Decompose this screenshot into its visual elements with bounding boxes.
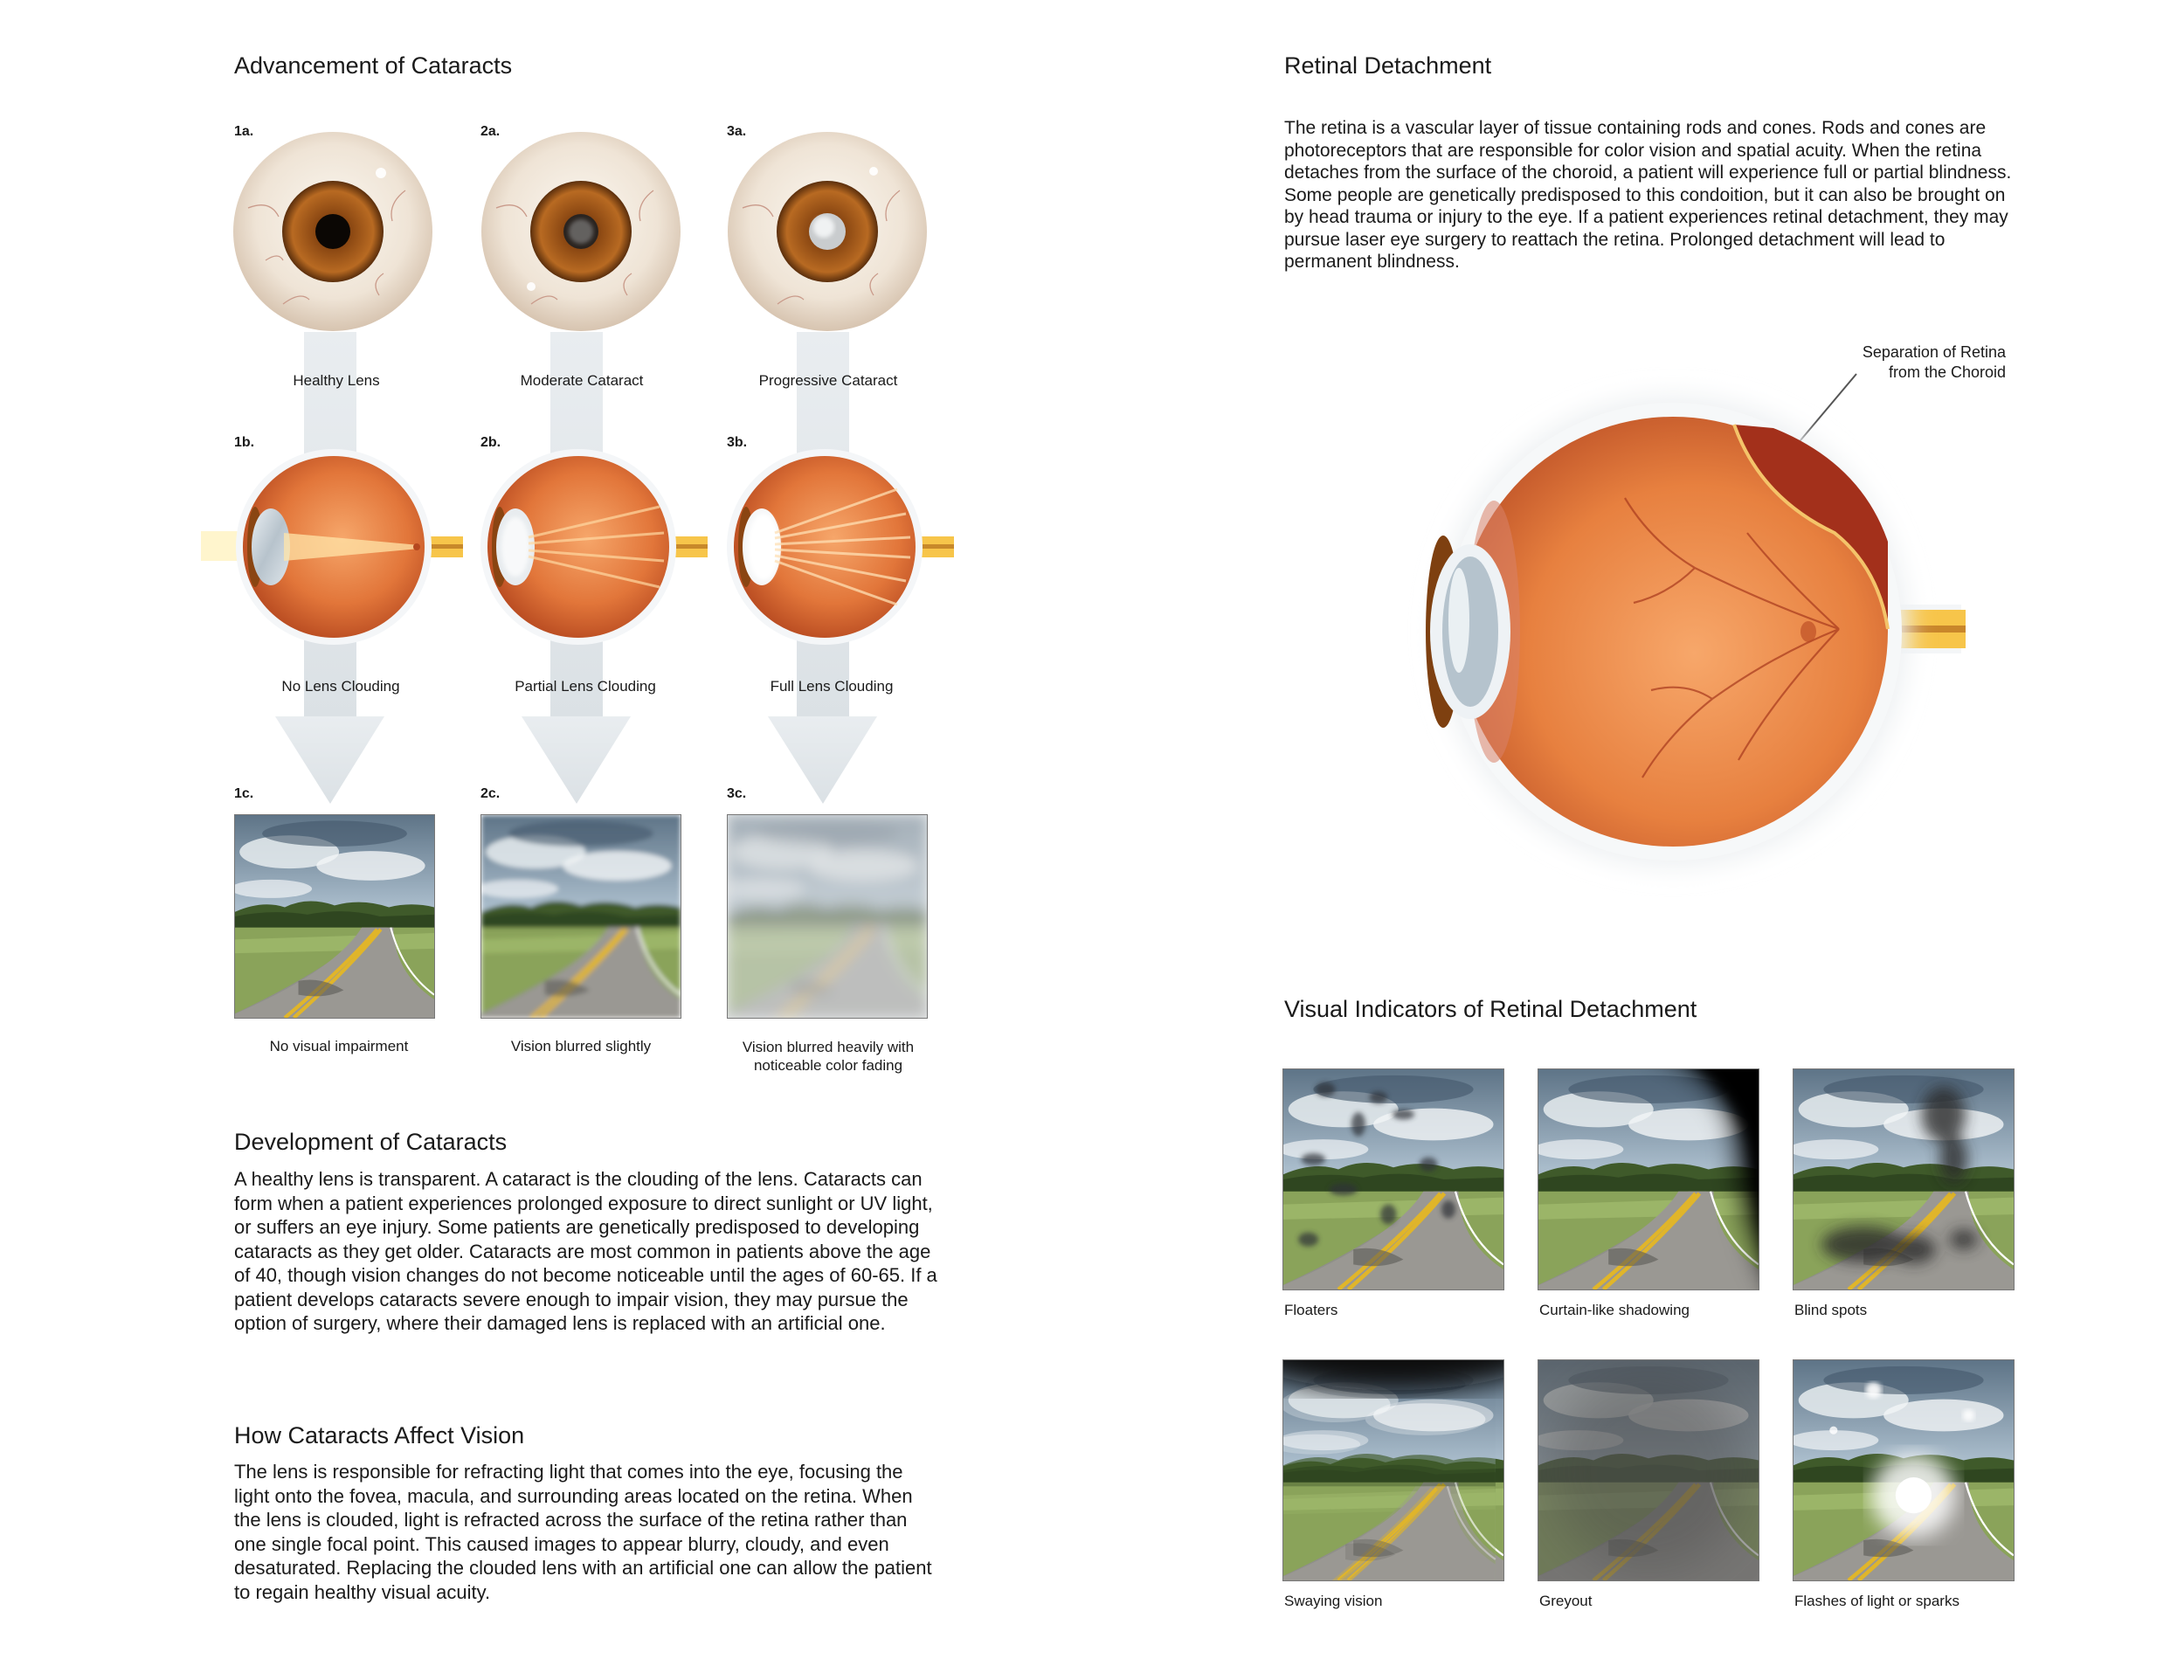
caption-blurred-heavily: Vision blurred heavily with noticeable c… xyxy=(742,1039,915,1074)
label-progressive-cataract: Progressive Cataract xyxy=(758,372,898,389)
step-3a: 3a. xyxy=(727,124,747,139)
step-1c: 1c. xyxy=(234,786,254,801)
side-eye-partial-clouding xyxy=(480,449,708,645)
step-3c: 3c. xyxy=(727,786,747,801)
indicator-floaters xyxy=(1282,1068,1504,1290)
label-floaters: Floaters xyxy=(1284,1302,1338,1318)
retinal-detachment-eye xyxy=(1426,373,1966,868)
side-eye-full-clouding xyxy=(727,449,954,645)
step-2a: 2a. xyxy=(480,124,501,139)
front-eye-moderate xyxy=(481,132,681,331)
indicator-flashes-of-light xyxy=(1793,1359,2015,1581)
retina-title: Retinal Detachment xyxy=(1284,52,1492,79)
label-greyout: Greyout xyxy=(1539,1593,1593,1609)
effect-title: How Cataracts Affect Vision xyxy=(234,1422,525,1448)
step-1a: 1a. xyxy=(234,124,254,139)
indicators-title: Visual Indicators of Retinal Detachment xyxy=(1284,996,1697,1022)
step-2b: 2b. xyxy=(480,435,501,450)
step-2c: 2c. xyxy=(480,786,501,801)
retina-callout-line1: Separation of Retina xyxy=(1862,343,2006,361)
view-no-impairment xyxy=(234,814,435,1019)
effect-text: The lens is responsible for refracting l… xyxy=(234,1461,932,1603)
retina-callout-line2: from the Choroid xyxy=(1888,363,2006,381)
view-blurred-slightly xyxy=(480,814,681,1019)
indicator-curtain-shadowing xyxy=(1538,1068,1759,1290)
indicator-swaying-vision xyxy=(1282,1359,1504,1581)
caption-blurred-slightly: Vision blurred slightly xyxy=(510,1038,652,1054)
indicator-blind-spots xyxy=(1793,1068,2015,1290)
caption-no-impairment: No visual impairment xyxy=(269,1038,409,1054)
retina-callout: Separation of Retina from the Choroid xyxy=(1817,342,2006,383)
indicator-greyout xyxy=(1538,1359,1759,1581)
view-blurred-heavily xyxy=(727,814,928,1019)
label-curtain-shadowing: Curtain-like shadowing xyxy=(1539,1302,1690,1318)
front-eye-healthy xyxy=(233,132,432,331)
label-full-lens-clouding: Full Lens Clouding xyxy=(770,678,894,695)
development-text: A healthy lens is transparent. A catarac… xyxy=(234,1168,937,1334)
label-swaying-vision: Swaying vision xyxy=(1284,1593,1383,1609)
label-flashes-of-light: Flashes of light or sparks xyxy=(1794,1593,1959,1609)
front-eye-progressive xyxy=(728,132,927,331)
step-1b: 1b. xyxy=(234,435,255,450)
label-no-lens-clouding: No Lens Clouding xyxy=(281,678,400,695)
retina-text: The retina is a vascular layer of tissue… xyxy=(1284,118,2012,272)
label-healthy-lens: Healthy Lens xyxy=(293,372,380,389)
side-eye-no-clouding xyxy=(201,449,463,645)
label-blind-spots: Blind spots xyxy=(1794,1302,1868,1318)
cataracts-title: Advancement of Cataracts xyxy=(234,52,513,79)
development-title: Development of Cataracts xyxy=(234,1129,508,1155)
label-partial-lens-clouding: Partial Lens Clouding xyxy=(515,678,656,695)
label-moderate-cataract: Moderate Cataract xyxy=(520,372,644,389)
step-3b: 3b. xyxy=(727,435,748,450)
